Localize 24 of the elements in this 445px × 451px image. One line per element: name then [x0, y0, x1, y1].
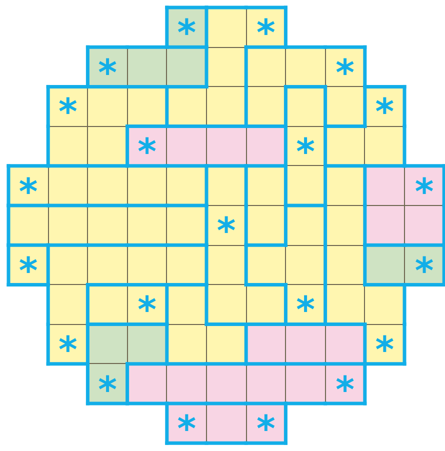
asterisk: *	[414, 254, 434, 290]
asterisk: *	[138, 135, 156, 172]
asterisk: *	[414, 174, 434, 211]
asterisk: *	[216, 214, 236, 250]
asterisk: *	[256, 412, 276, 448]
asterisk: *	[336, 56, 354, 92]
asterisk: *	[177, 16, 196, 52]
asterisk: *	[18, 254, 38, 290]
asterisk: *	[375, 96, 394, 132]
asterisk: *	[296, 135, 315, 172]
asterisk: *	[98, 56, 117, 92]
asterisk: *	[58, 96, 78, 132]
asterisk: *	[58, 333, 78, 370]
asterisk: *	[98, 372, 117, 409]
asterisk: *	[256, 16, 276, 52]
asterisk: *	[18, 174, 38, 211]
asterisk: *	[138, 294, 156, 330]
asterisk: *	[336, 372, 354, 409]
asterisk: *	[375, 333, 394, 370]
grid-cell	[206, 86, 247, 127]
asterisk: *	[296, 294, 315, 330]
grid-cell	[285, 244, 326, 286]
grid-cell	[404, 205, 445, 246]
asterisk: *	[177, 412, 196, 448]
